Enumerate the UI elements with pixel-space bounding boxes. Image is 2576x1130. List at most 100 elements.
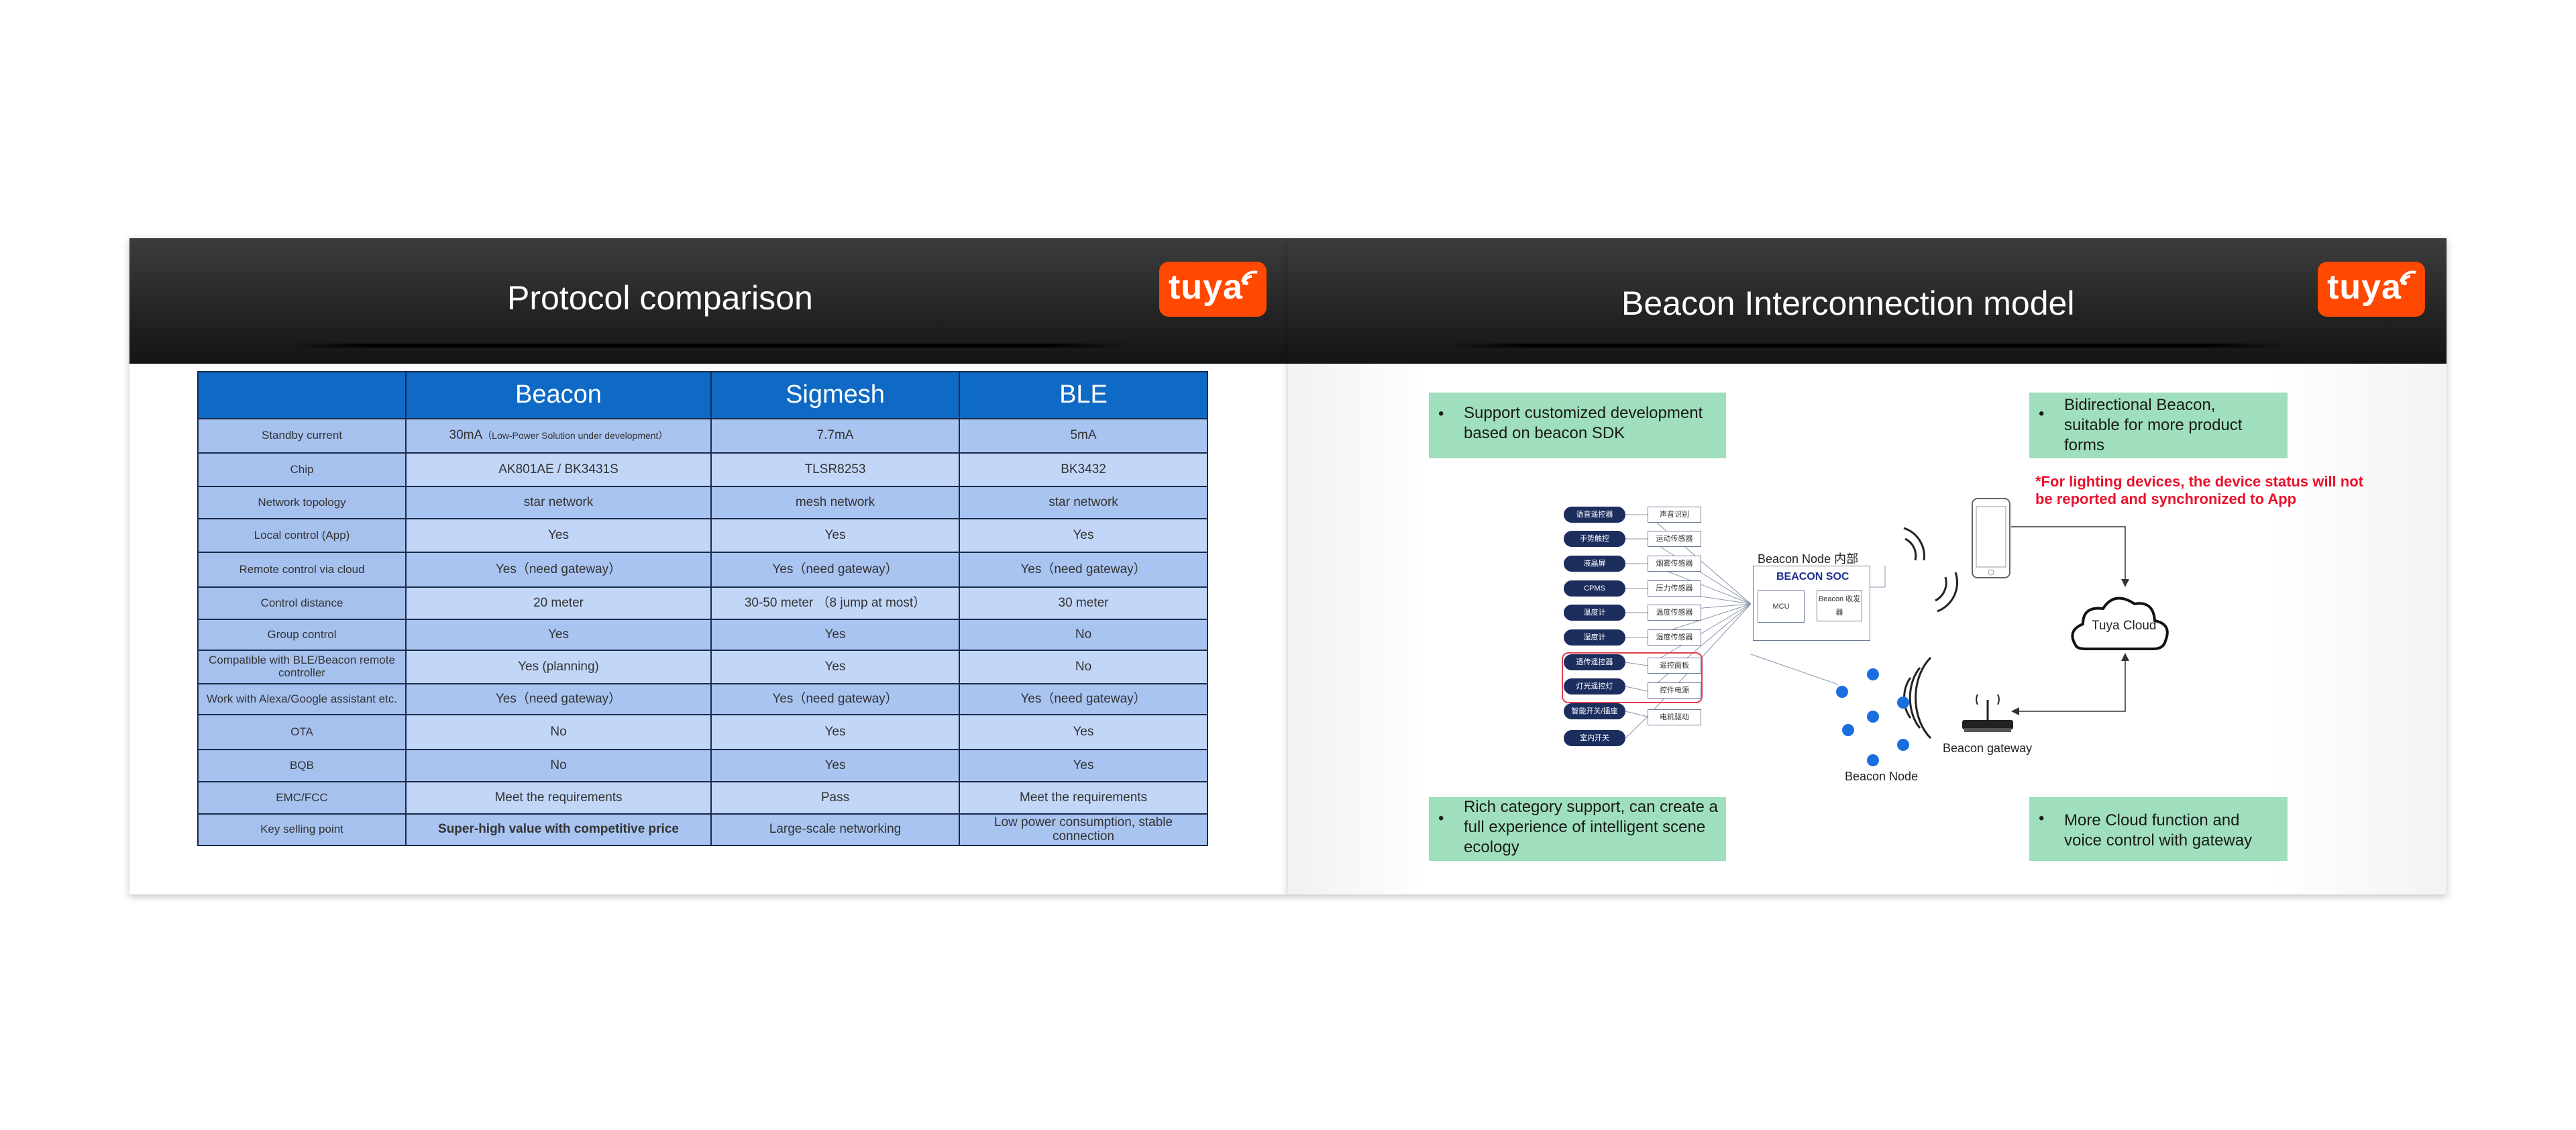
beacon-node-inner-label: Beacon Node 内部 (1758, 552, 1859, 566)
sensor-box: 温度传感器 (1648, 605, 1701, 621)
slide-title: Beacon Interconnection model (1621, 285, 2075, 322)
beacon-node-box (1753, 566, 1870, 641)
controller-pill: 透传遥控器 (1564, 654, 1625, 670)
table-row: Group control Yes Yes No (197, 619, 1208, 651)
feature-cell: Control distance (197, 586, 407, 620)
sigmesh-cell: Yes (710, 749, 960, 782)
header-ble: BLE (959, 371, 1208, 419)
wifi-waves-icon (1903, 527, 1959, 613)
sigmesh-cell: 7.7mA (710, 418, 960, 454)
ble-cell: 5mA (959, 418, 1208, 454)
table-row: OTA No Yes Yes (197, 714, 1208, 750)
beacon-waves-icon (1903, 656, 1932, 739)
bullet: • (2039, 405, 2045, 423)
beacon-cell: Meet the requirements (405, 781, 712, 815)
tuya-logo: tuya (2318, 262, 2425, 317)
feature-cell: Key selling point (197, 813, 407, 846)
sigmesh-cell: Yes (710, 650, 960, 684)
feature-cell: Chip (197, 452, 407, 487)
table-header-row: Beacon Sigmesh BLE (197, 371, 1208, 419)
smartphone-icon (1972, 498, 2010, 578)
ble-cell: Yes（need gateway） (959, 683, 1208, 715)
feature-cell: Compatible with BLE/Beacon remote contro… (197, 650, 407, 684)
beacon-gateway-label: Beacon gateway (1943, 741, 2033, 755)
sensor-box: 声音识别 (1648, 507, 1701, 523)
feature-box-cloud: • More Cloud function and voice control … (2029, 797, 2288, 861)
slide-title: Protocol comparison (507, 279, 813, 317)
controller-pill: 智能开关/插座 (1564, 703, 1625, 719)
slide-header: Beacon Interconnection model tuya (1288, 238, 2447, 364)
table-row: Network topology star network mesh netwo… (197, 486, 1208, 519)
table-row: Remote control via cloud Yes（need gatewa… (197, 552, 1208, 588)
sigmesh-cell: TLSR8253 (710, 452, 960, 487)
highlight-outline (1562, 652, 1703, 703)
header-blank (197, 371, 407, 419)
beacon-cell: Super-high value with competitive price (405, 813, 712, 846)
sigmesh-cell: Large-scale networking (710, 813, 960, 846)
sigmesh-cell: Yes (710, 619, 960, 651)
lighting-devices-note: *For lighting devices, the device status… (2035, 473, 2363, 507)
feature-box-sdk: • Support customized development based o… (1429, 393, 1726, 458)
sigmesh-cell: Yes (710, 518, 960, 553)
controller-pill: 温度计 (1564, 605, 1625, 621)
mcu-box: MCU (1758, 590, 1805, 623)
logo-text: tuya (2327, 268, 2402, 307)
sensor-box: 运动传感器 (1648, 531, 1701, 547)
ble-cell: No (959, 650, 1208, 684)
slide-beacon-interconnection-model: Beacon Interconnection model tuya • Supp… (1288, 238, 2447, 894)
feature-text: More Cloud function and voice control wi… (2064, 811, 2253, 850)
beacon-cell: Yes（need gateway） (405, 552, 712, 588)
feature-cell: OTA (197, 714, 407, 750)
feature-cell: Remote control via cloud (197, 552, 407, 588)
ble-cell: 30 meter (959, 586, 1208, 620)
controller-pill: CPMS (1564, 580, 1625, 597)
sensor-box: 湿度传感器 (1648, 629, 1701, 646)
beacon-cell: 20 meter (405, 586, 712, 620)
beacon-cell: No (405, 749, 712, 782)
table-row: Work with Alexa/Google assistant etc. Ye… (197, 683, 1208, 715)
sensor-box: 电机驱动 (1648, 709, 1701, 725)
bullet: • (1438, 809, 1444, 827)
feature-cell: BQB (197, 749, 407, 782)
tuya-logo: tuya (1159, 262, 1267, 317)
feature-cell: EMC/FCC (197, 781, 407, 815)
sigmesh-cell: Pass (710, 781, 960, 815)
table-row: Control distance 20 meter 30-50 meter （8… (197, 586, 1208, 620)
title-underline (288, 344, 1130, 348)
table-row: BQB No Yes Yes (197, 749, 1208, 782)
sensor-box: 压力传感器 (1648, 580, 1701, 597)
table-row: Local control (App) Yes Yes Yes (197, 518, 1208, 553)
feature-box-bidirectional: • Bidirectional Beacon, suitable for mor… (2029, 393, 2288, 458)
table-row: Key selling point Super-high value with … (197, 813, 1208, 846)
table-row: Compatible with BLE/Beacon remote contro… (197, 650, 1208, 684)
feature-cell: Local control (App) (197, 518, 407, 553)
beacon-cell: Yes (planning) (405, 650, 712, 684)
feature-text: Rich category support, can create a full… (1464, 798, 1718, 856)
beacon-cell: Yes（need gateway） (405, 683, 712, 715)
title-underline (1447, 344, 2289, 348)
controller-pill: 室内开关 (1564, 730, 1625, 746)
sensor-box: 控件电源 (1648, 682, 1701, 699)
ble-cell: BK3432 (959, 452, 1208, 487)
controller-pill: 灯光遥控灯 (1564, 678, 1625, 695)
beacon-transceiver-box: Beacon 收发器 (1817, 590, 1862, 621)
ble-cell: Yes (959, 749, 1208, 782)
sensor-box: 遥控面板 (1648, 658, 1701, 674)
sensor-box: 烟雾传感器 (1648, 556, 1701, 572)
beacon-soc-label: BEACON SOC (1776, 571, 1849, 582)
bullet: • (1438, 405, 1444, 423)
beacon-node-label: Beacon Node (1845, 770, 1919, 783)
feature-box-category: • Rich category support, can create a fu… (1429, 797, 1726, 861)
sigmesh-cell: Yes（need gateway） (710, 683, 960, 715)
cloud-icon (2071, 597, 2169, 650)
ble-cell: Low power consumption, stable connection (959, 813, 1208, 846)
wifi-signal-icon (1241, 270, 1258, 285)
wifi-signal-icon (2400, 270, 2416, 285)
ble-cell: Yes (959, 518, 1208, 553)
table-row: Chip AK801AE / BK3431S TLSR8253 BK3432 (197, 452, 1208, 487)
slide-protocol-comparison: Protocol comparison tuya Beacon Sigmesh … (129, 238, 1288, 894)
beacon-node-dots (1836, 668, 1909, 766)
beacon-cell: 30mA（Low-Power Solution under developmen… (405, 418, 712, 454)
controller-pill: 语音遥控器 (1564, 507, 1625, 523)
sigmesh-cell: Yes（need gateway） (710, 552, 960, 588)
